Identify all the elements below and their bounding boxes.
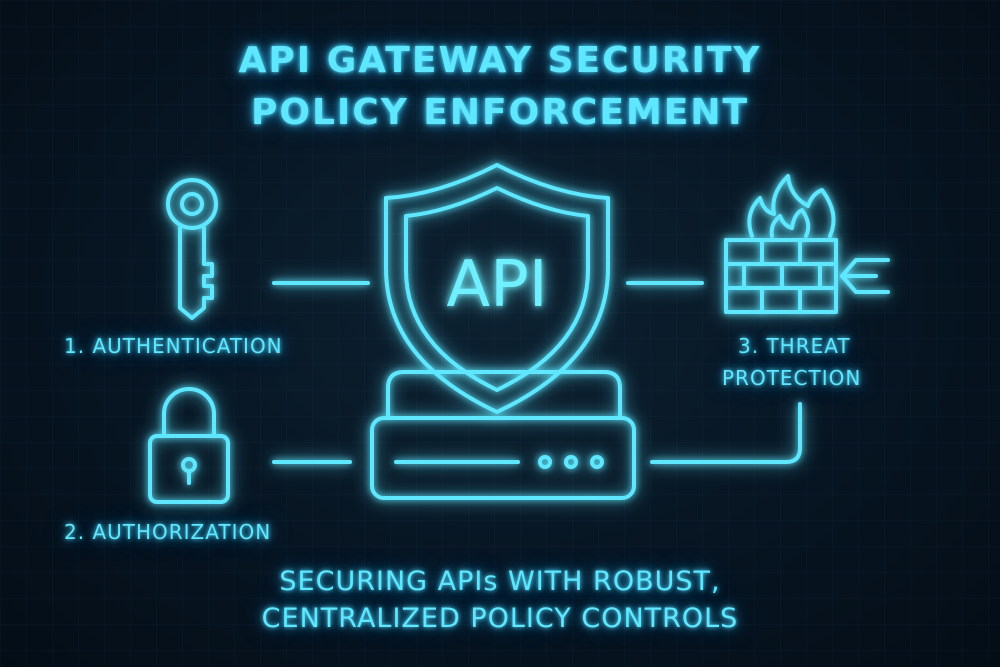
connector-threat-return [650,402,802,464]
shield-api-label: API [446,248,547,322]
lock-icon [148,387,230,504]
key-icon [166,178,218,320]
subtitle-line-1: SECURING APIs WITH ROBUST, [279,566,721,597]
title-line-2: POLICY ENFORCEMENT [250,92,750,133]
subtitle-line-2: CENTRALIZED POLICY CONTROLS [261,603,739,634]
server-icon [370,370,636,500]
arrow-left-icon [840,258,890,294]
firewall-icon [724,238,838,314]
step-threat-label-line-2: PROTECTION [722,366,862,390]
step-authorization-label: 2. AUTHORIZATION [64,520,272,544]
title-line-1: API GATEWAY SECURITY [238,40,762,81]
step-threat-label-line-1: 3. THREAT [738,334,851,358]
shield-icon: API [384,163,610,414]
step-authentication-label: 1. AUTHENTICATION [64,334,283,358]
fire-icon [747,174,836,238]
